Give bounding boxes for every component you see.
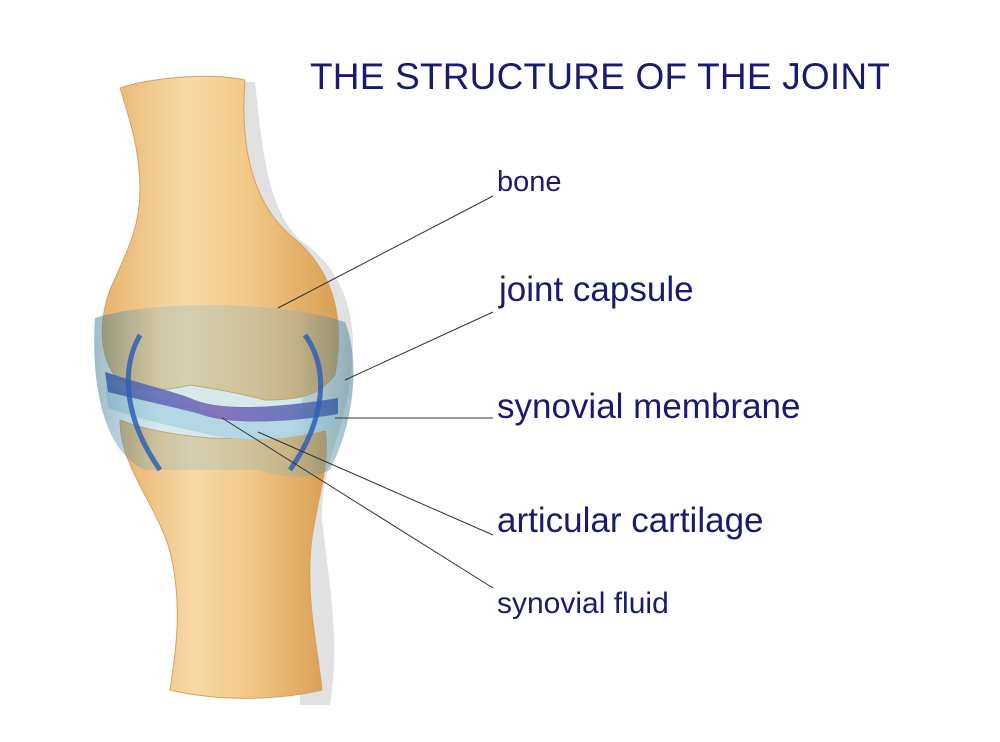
label-bone: bone (497, 166, 562, 198)
synovial-membrane-left (125, 333, 163, 472)
leader-line-bone (277, 195, 494, 309)
label-joint-capsule: joint capsule (499, 270, 694, 309)
leader-line-articular-cartilage (257, 431, 494, 536)
leader-line-synovial-fluid (221, 417, 494, 589)
synovial-membrane-right (287, 333, 324, 472)
label-synovial-membrane: synovial membrane (497, 387, 801, 426)
leader-line-joint-capsule (344, 311, 494, 381)
label-synovial-fluid: synovial fluid (497, 587, 669, 620)
diagram-title: THE STRUCTURE OF THE JOINT (310, 56, 891, 97)
label-articular-cartilage: articular cartilage (497, 501, 764, 540)
joint-capsule (94, 304, 354, 477)
